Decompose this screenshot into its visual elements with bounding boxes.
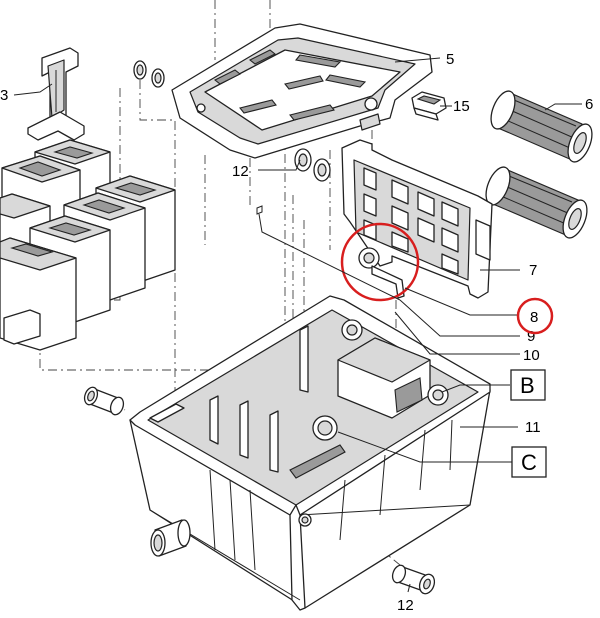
part-3-bracket [27, 47, 85, 141]
callout-15: 15 [453, 98, 470, 115]
part-9-rod [256, 205, 401, 301]
callout-12-bottom: 12 [397, 597, 414, 614]
boxed-label-b: B [510, 369, 546, 401]
part-12-fitting-bottom [391, 564, 436, 595]
compartment-b-insert [337, 319, 449, 419]
boxed-label-b-text: B [520, 373, 535, 398]
part-7-grid-plate [341, 139, 493, 341]
highlight-circle-part-8 [340, 222, 420, 302]
fitting-left [83, 386, 125, 416]
part-5-lid-tray [171, 23, 433, 159]
callout-11: 11 [525, 419, 541, 436]
callout-7: 7 [529, 262, 537, 279]
callout-6: 6 [585, 96, 593, 113]
callout-labels: 3 5 6 7 8 9 10 11 12 12 15 [0, 51, 593, 614]
boxed-label-c: C [511, 446, 547, 478]
callout-5: 5 [446, 51, 454, 68]
leader-lines [13, 57, 582, 593]
filter-sponge-stack [0, 139, 176, 351]
compartment-c-port [312, 415, 338, 441]
part-8-hook-clip [358, 247, 405, 299]
callout-12-top: 12 [232, 163, 249, 180]
callout-8: 8 [530, 309, 538, 326]
part-12-rings-top [133, 60, 331, 182]
part-15-clip [411, 91, 447, 121]
callout-3: 3 [0, 87, 8, 104]
boxed-label-c-text: C [521, 450, 537, 475]
highlight-circle-callout-8 [516, 297, 554, 335]
fitting-front-outlet [150, 519, 191, 557]
callout-10: 10 [523, 347, 540, 364]
part-6-filter-cartridge [485, 166, 588, 239]
callout-9: 9 [527, 328, 535, 345]
part-11-housing [129, 295, 491, 611]
part-6-filter-cartridge [490, 90, 593, 163]
